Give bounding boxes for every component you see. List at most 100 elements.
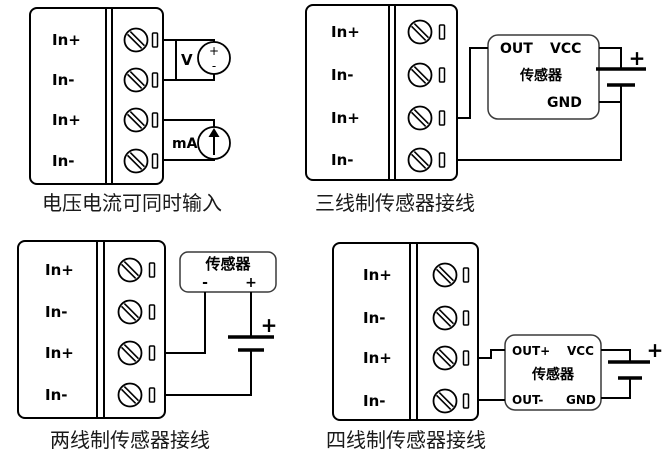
panel-voltage-current-input: In+ In- In+ In- V + - mA 电压电流可同时输入	[29, 7, 231, 215]
panel-caption: 两线制传感器接线	[50, 428, 210, 452]
wire-ma-bottom	[163, 159, 215, 161]
wire-ma-top	[163, 119, 215, 127]
wire-gnd	[601, 378, 631, 399]
wire-out-to-in-plus	[458, 47, 488, 119]
sensor-vcc-label: VCC	[550, 41, 581, 57]
wire-sensor-minus-to-in-plus	[165, 292, 206, 354]
screw-icon	[432, 388, 458, 414]
voltage-source-label: V	[181, 51, 193, 69]
terminal-label-4: In-	[52, 152, 75, 170]
current-arrow-icon	[208, 128, 220, 137]
screw-icon	[407, 62, 433, 88]
screw-icon	[123, 67, 149, 93]
sensor-box: 传感器 - +	[179, 251, 277, 293]
screw-icon	[432, 345, 458, 371]
screw-icon	[432, 262, 458, 288]
sensor-out-label: OUT	[500, 41, 533, 57]
terminal-label-1: In+	[331, 23, 360, 41]
terminal-label-2: In-	[331, 66, 354, 84]
terminal-label-4: In-	[363, 392, 386, 410]
wire-battery-to-in-minus	[165, 350, 252, 396]
terminal-block-frame	[17, 240, 166, 419]
sensor-out-minus-label: OUT-	[512, 393, 543, 407]
screw-icon	[117, 257, 143, 283]
screw-icon	[117, 340, 143, 366]
terminal-label-2: In-	[363, 309, 386, 327]
screw-icon	[407, 147, 433, 173]
terminal-slot-icon	[148, 304, 156, 320]
terminal-label-4: In-	[331, 151, 354, 169]
terminal-block-frame	[332, 242, 479, 421]
screw-icon	[407, 19, 433, 45]
terminal-slot-icon	[148, 345, 156, 361]
panel-caption: 四线制传感器接线	[326, 428, 486, 452]
terminal-label-3: In+	[45, 344, 74, 362]
terminal-slot-icon	[151, 72, 159, 88]
sensor-gnd-label: GND	[547, 95, 582, 111]
terminal-slot-icon	[148, 262, 156, 278]
voltage-source-circle	[197, 41, 231, 75]
terminal-block-frame	[305, 4, 458, 181]
sensor-gnd-label: GND	[566, 393, 596, 407]
terminal-label-1: In+	[52, 31, 81, 49]
panel-two-wire-sensor: In+ In- In+ In- 传感器 - + + 两线制传感器接线	[17, 240, 278, 452]
voltage-source-icon: + -	[197, 41, 231, 75]
screw-icon	[123, 148, 149, 174]
screw-icon	[117, 382, 143, 408]
sensor-box: OUT+ VCC 传感器 OUT- GND	[504, 334, 602, 411]
terminal-slot-icon	[151, 112, 159, 128]
terminal-slot-icon	[462, 310, 470, 326]
terminal-slot-icon	[462, 350, 470, 366]
wire-vcc	[599, 47, 622, 69]
battery-plus-label: +	[261, 313, 278, 337]
terminal-slot-icon	[462, 393, 470, 409]
sensor-box-frame	[179, 251, 277, 293]
terminal-label-3: In+	[331, 109, 360, 127]
terminal-label-3: In+	[52, 111, 81, 129]
wire-vcc	[601, 349, 631, 362]
terminal-slot-icon	[148, 387, 156, 403]
sensor-out-plus-label: OUT+	[512, 344, 550, 358]
sensor-box-frame	[487, 34, 600, 120]
sensor-name: 传感器	[531, 366, 575, 383]
battery-icon	[228, 335, 274, 352]
terminal-slot-icon	[438, 67, 446, 83]
terminal-label-3: In+	[363, 349, 392, 367]
screw-icon	[117, 299, 143, 325]
terminal-slot-icon	[438, 152, 446, 168]
battery-plus-label: +	[647, 338, 664, 362]
terminal-slot-icon	[151, 153, 159, 169]
panel-caption: 电压电流可同时输入	[42, 191, 222, 215]
sensor-minus-label: -	[202, 275, 208, 291]
battery-icon	[596, 67, 646, 87]
terminal-label-2: In-	[45, 303, 68, 321]
screw-icon	[432, 305, 458, 331]
panel-four-wire-sensor: In+ In- In+ In- OUT+ VCC 传感器 OUT- GND + …	[326, 242, 664, 452]
terminal-label-1: In+	[45, 261, 74, 279]
current-source-icon	[197, 126, 231, 160]
voltage-source-plus: +	[209, 44, 219, 58]
battery-icon	[608, 360, 650, 380]
wire-v-minus	[163, 74, 215, 81]
sensor-plus-label: +	[245, 275, 257, 291]
terminal-slot-icon	[438, 24, 446, 40]
terminal-block-frame	[29, 7, 164, 185]
sensor-vcc-label: VCC	[567, 344, 594, 358]
sensor-name: 传感器	[519, 67, 563, 84]
current-source-label: mA	[172, 136, 198, 152]
wire-v-plus	[163, 39, 215, 42]
screw-icon	[123, 27, 149, 53]
terminal-label-4: In-	[45, 386, 68, 404]
sensor-box: OUT VCC 传感器 GND	[487, 34, 600, 120]
terminal-label-2: In-	[52, 71, 75, 89]
voltage-source-minus: -	[212, 59, 216, 73]
wire-negative-to-in-minus	[458, 85, 622, 161]
sensor-box-frame	[504, 334, 602, 411]
battery-plus-label: +	[629, 46, 646, 70]
terminal-slot-icon	[462, 267, 470, 283]
screw-icon	[123, 107, 149, 133]
sensor-name: 传感器	[204, 255, 251, 273]
terminal-label-1: In+	[363, 266, 392, 284]
terminal-slot-icon	[438, 110, 446, 126]
